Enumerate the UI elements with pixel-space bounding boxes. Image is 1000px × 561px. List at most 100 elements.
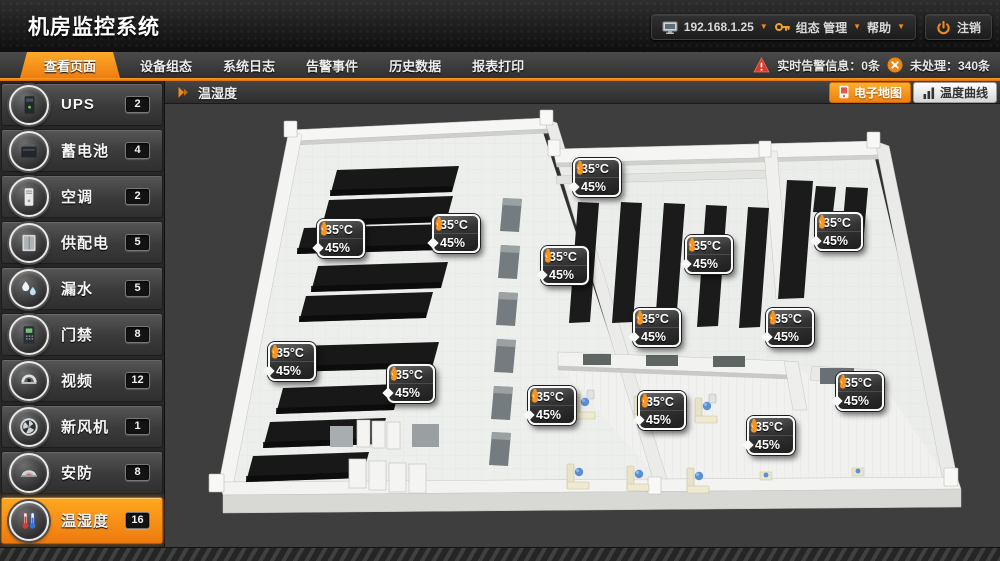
sensor-temperature: 35°C [276, 346, 304, 360]
droplet-icon [839, 374, 847, 385]
droplet-icon [271, 344, 279, 355]
bar-chart-icon [923, 87, 935, 99]
server-ip-selector[interactable]: 192.168.1.25 [683, 20, 754, 34]
sensor-badge[interactable]: 35°C 45% [268, 342, 316, 381]
panel-buttons: 电子地图 温度曲线 [828, 81, 997, 103]
logout-button[interactable]: 注销 [924, 14, 992, 40]
droplet-icon [390, 366, 398, 377]
sensor-humidity-row: 45% [817, 214, 861, 249]
sidebar-item-count: 2 [125, 188, 150, 205]
sensor-humidity-row: 45% [635, 310, 679, 345]
sensor-temperature: 35°C [646, 395, 674, 409]
temperature-curve-button[interactable]: 温度曲线 [912, 81, 997, 103]
ac-pillars [489, 198, 522, 466]
power-cabinet-icon [9, 222, 49, 263]
sensor-badge[interactable]: 35°C 45% [638, 391, 686, 430]
sidebar-item-video[interactable]: 视频 12 [1, 359, 163, 402]
sensor-humidity: 45% [646, 413, 672, 427]
tab-device-config[interactable]: 设备组态 [140, 58, 193, 74]
sidebar-item-label: 蓄电池 [61, 143, 110, 160]
aircon-icon [9, 176, 49, 217]
sidebar-item-count: 16 [125, 512, 150, 529]
app-header: 机房监控系统 192.168.1.25 ▼ 组态 管理 ▼ 帮助 ▼ 注销 [0, 0, 1000, 52]
sidebar-item-count: 1 [125, 418, 150, 435]
panel-header: 温湿度 电子地图 温度曲线 [165, 81, 1000, 104]
chevron-down-icon[interactable]: ▼ [897, 22, 905, 31]
sensor-humidity: 45% [823, 234, 849, 248]
sensor-temperature: 35°C [774, 312, 802, 326]
sensor-humidity-row: 45% [389, 366, 433, 401]
key-icon [774, 23, 790, 31]
tab-system-log[interactable]: 系统日志 [223, 58, 276, 74]
sensor-humidity-row: 45% [270, 344, 314, 379]
sensor-humidity: 45% [581, 180, 607, 194]
sensor-humidity: 45% [440, 236, 466, 250]
sidebar-item-label: 新风机 [61, 419, 110, 436]
header-right: 192.168.1.25 ▼ 组态 管理 ▼ 帮助 ▼ 注销 [650, 14, 992, 40]
water-drop-icon [9, 268, 49, 309]
sensor-humidity: 45% [774, 330, 800, 344]
pending-alarm-text: 未处理：340条 [909, 58, 990, 73]
fan-icon [9, 406, 49, 447]
sensor-temperature: 35°C [536, 390, 564, 404]
sidebar-item-fresh-air[interactable]: 新风机 1 [1, 405, 163, 448]
droplet-icon [576, 160, 584, 171]
chevron-down-icon[interactable]: ▼ [853, 22, 862, 31]
panel-title: 温湿度 [198, 85, 238, 101]
sidebar-item-label: 温湿度 [61, 513, 110, 530]
droplet-icon [688, 237, 696, 248]
sidebar-item-count: 8 [125, 464, 150, 481]
help-menu[interactable]: 帮助 [867, 20, 892, 35]
sidebar-item-count: 2 [125, 96, 150, 113]
sensor-humidity-row: 45% [768, 310, 812, 345]
droplet-icon [818, 214, 826, 225]
config-management-menu[interactable]: 组态 管理 [795, 20, 848, 35]
sensor-badge[interactable]: 35°C 45% [432, 214, 480, 253]
sidebar-item-count: 5 [125, 280, 150, 297]
battery-icon [9, 130, 49, 171]
app-title: 机房监控系统 [28, 16, 160, 39]
sidebar-item-label: 视频 [61, 373, 94, 390]
sensor-humidity: 45% [549, 268, 575, 282]
logout-label: 注销 [956, 20, 981, 35]
section-arrow-icon [178, 86, 188, 98]
tab-view-page[interactable]: 查看页面 [20, 52, 120, 78]
tab-history-data[interactable]: 历史数据 [389, 58, 442, 74]
sensor-humidity-row: 45% [687, 237, 731, 272]
sensor-humidity: 45% [276, 364, 302, 378]
chevron-down-icon[interactable]: ▼ [759, 22, 768, 31]
droplet-icon [769, 310, 777, 321]
electronic-map-button[interactable]: 电子地图 [828, 81, 911, 103]
tab-report-print[interactable]: 报表打印 [472, 58, 525, 74]
sensor-badge[interactable]: 35°C 45% [766, 308, 814, 347]
sensor-temperature: 35°C [440, 218, 468, 232]
sensor-humidity-row: 45% [530, 388, 574, 423]
sidebar-item-temp-humidity[interactable]: 温湿度 16 [1, 497, 163, 544]
sensor-badge[interactable]: 35°C 45% [815, 212, 863, 251]
sensor-temperature: 35°C [823, 216, 851, 230]
tab-bar: 查看页面 设备组态 系统日志 告警事件 历史数据 报表打印 实时告警信息：0条 未处理：3… [0, 52, 1000, 78]
sidebar-item-count: 12 [125, 372, 150, 389]
tab-alarm-events[interactable]: 告警事件 [306, 58, 359, 74]
realtime-alarm-text: 实时告警信息：0条 [777, 58, 880, 73]
sensor-humidity: 45% [641, 330, 667, 344]
sensor-humidity-row: 45% [838, 374, 882, 409]
